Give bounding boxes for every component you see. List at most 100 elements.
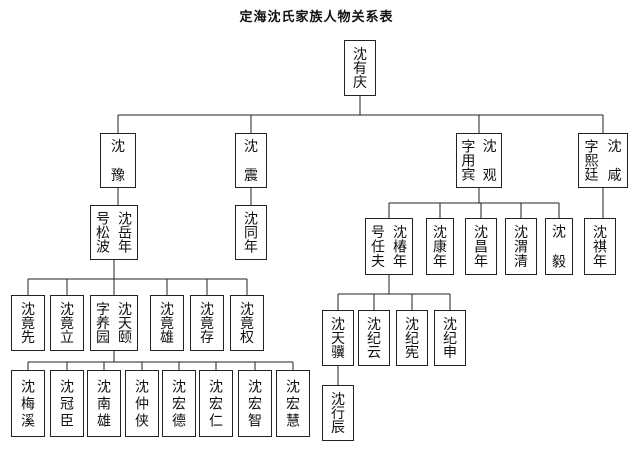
name-char: 慧 xyxy=(286,413,300,429)
person-zhongxia: 沈仲侠 xyxy=(125,370,159,437)
name-char: 沈 xyxy=(331,392,345,408)
courtesy-char: 号 xyxy=(96,212,110,228)
person-box xyxy=(162,370,196,437)
name-char: 天 xyxy=(118,316,132,332)
name-char: 沈 xyxy=(172,380,186,396)
chart-title: 定海沈氏家族人物关系表 xyxy=(239,10,394,25)
name-char: 仁 xyxy=(209,413,223,429)
name-char: 庆 xyxy=(353,75,367,91)
name-char: 权 xyxy=(240,330,254,346)
person-box xyxy=(396,310,428,366)
courtesy-char: 字 xyxy=(461,140,475,156)
name-char: 椿 xyxy=(393,240,407,256)
name-char: 云 xyxy=(367,345,381,361)
person-nanxiong: 沈南雄 xyxy=(87,370,121,437)
name-char: 震 xyxy=(244,168,258,184)
name-char: 臣 xyxy=(60,413,74,429)
name-char: 沈 xyxy=(433,225,447,241)
name-char: 申 xyxy=(443,345,457,361)
name-char: 溪 xyxy=(21,413,35,429)
name-char: 仲 xyxy=(135,397,149,413)
name-char: 沈 xyxy=(286,380,300,396)
person-jiyun: 沈纪云 xyxy=(358,310,390,366)
person-box xyxy=(426,218,454,275)
person-box xyxy=(90,295,138,351)
name-char: 纪 xyxy=(443,331,457,347)
person-box xyxy=(100,133,136,188)
name-char: 沈 xyxy=(244,212,258,228)
name-char: 有 xyxy=(353,61,367,77)
name-char: 宪 xyxy=(405,344,419,361)
name-char: 沈 xyxy=(200,302,214,318)
person-box xyxy=(365,218,413,275)
name-char: 同 xyxy=(244,226,258,242)
name-char: 侠 xyxy=(135,413,149,429)
person-box xyxy=(584,218,616,275)
name-char: 昌 xyxy=(474,240,488,256)
person-box xyxy=(358,310,390,366)
name-char: 梅 xyxy=(21,397,35,413)
name-char: 沈 xyxy=(97,380,111,396)
name-char: 颐 xyxy=(118,330,132,346)
name-char: 沈 xyxy=(118,302,132,318)
person-box xyxy=(190,295,224,351)
person-jishen: 沈纪申 xyxy=(434,310,466,366)
person-box xyxy=(276,370,310,437)
name-char: 存 xyxy=(200,330,214,346)
name-char: 沈 xyxy=(514,225,528,241)
name-char: 德 xyxy=(172,413,186,429)
person-hongren: 沈宏仁 xyxy=(199,370,233,437)
person-box xyxy=(50,295,84,351)
person-box xyxy=(434,310,466,366)
name-char: 沈 xyxy=(21,302,35,318)
person-zhen: 沈震 xyxy=(235,133,267,188)
name-char: 辰 xyxy=(331,420,345,436)
person-tianji: 沈天骥 xyxy=(322,310,354,366)
name-char: 年 xyxy=(244,239,258,255)
name-char: 年 xyxy=(593,254,607,270)
person-xingchen: 沈行辰 xyxy=(322,385,354,441)
name-char: 竟 xyxy=(200,316,214,332)
name-char: 竟 xyxy=(240,316,254,332)
name-char: 宏 xyxy=(172,397,186,413)
person-box xyxy=(50,370,84,437)
person-changnian: 沈昌年 xyxy=(465,218,497,275)
person-box xyxy=(344,40,376,96)
name-char: 沈 xyxy=(552,225,566,241)
courtesy-char: 用 xyxy=(461,154,475,170)
name-char: 宏 xyxy=(209,397,223,413)
person-box xyxy=(87,370,121,437)
courtesy-char: 宾 xyxy=(461,167,475,183)
person-box xyxy=(11,370,45,437)
person-tongnian: 沈同年 xyxy=(235,205,267,260)
name-char: 沈 xyxy=(593,225,607,241)
person-box xyxy=(90,205,138,260)
person-box xyxy=(150,295,184,351)
person-qinian: 沈祺年 xyxy=(584,218,616,275)
name-char: 竟 xyxy=(160,316,174,332)
name-char: 沈 xyxy=(111,139,125,155)
person-kangnian: 沈康年 xyxy=(426,218,454,275)
name-char: 纪 xyxy=(367,331,381,347)
person-yi: 沈毅 xyxy=(545,218,573,275)
name-char: 沈 xyxy=(240,302,254,318)
name-char: 智 xyxy=(248,413,262,429)
person-jingxiong: 沈竟雄 xyxy=(150,295,184,351)
person-jingcun: 沈竟存 xyxy=(190,295,224,351)
name-char: 观 xyxy=(483,168,497,184)
name-char: 沈 xyxy=(244,139,258,155)
name-char: 沈 xyxy=(608,139,622,155)
person-jixian: 沈纪宪 xyxy=(396,310,428,366)
name-char: 沈 xyxy=(353,47,367,63)
person-hongzhi: 沈宏智 xyxy=(238,370,272,437)
name-char: 冠 xyxy=(60,397,74,413)
name-char: 竟 xyxy=(21,316,35,332)
name-char: 纪 xyxy=(405,331,419,347)
name-char: 沈 xyxy=(248,380,262,396)
person-box xyxy=(578,133,628,188)
person-box xyxy=(125,370,159,437)
person-box xyxy=(322,310,354,366)
name-char: 年 xyxy=(474,254,488,270)
